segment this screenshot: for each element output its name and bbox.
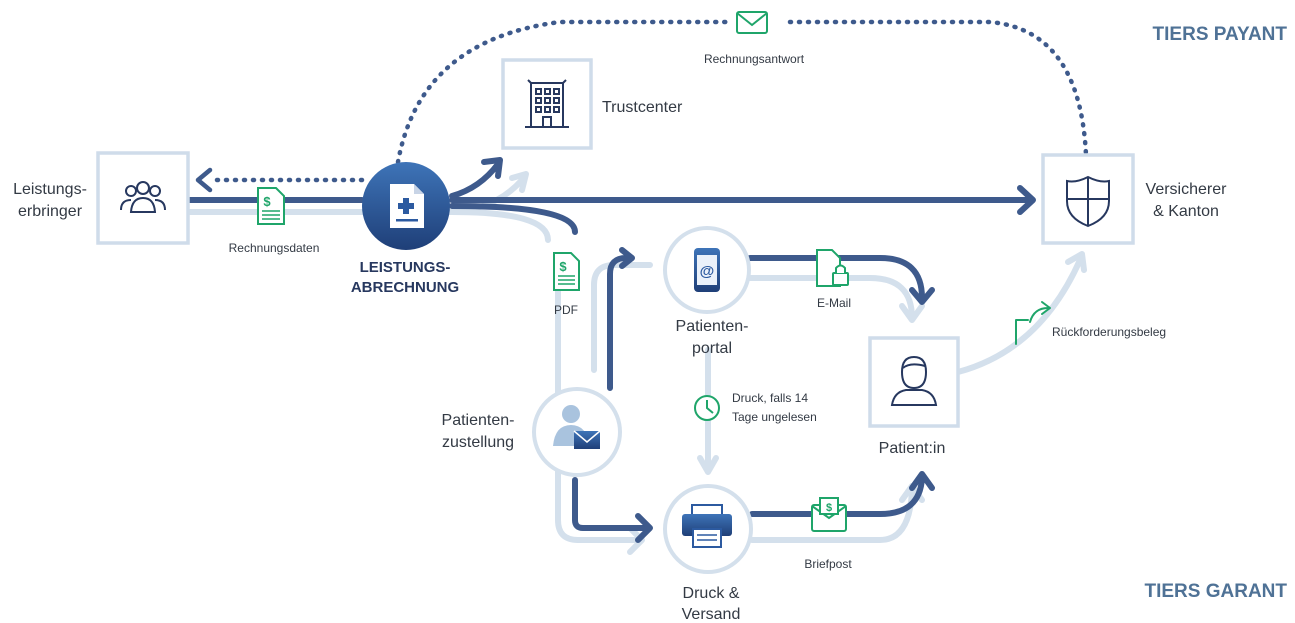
tiers-garant-title: TIERS GARANT xyxy=(1145,581,1288,602)
shield-icon xyxy=(1066,175,1110,228)
connector-portal-to-patient-light xyxy=(747,275,915,321)
provider-label-line2: erbringer xyxy=(18,203,83,220)
smartphone-at-icon: @ xyxy=(694,248,720,292)
versicherer-label-line1: Versicherer xyxy=(1146,181,1228,198)
versicherer-box xyxy=(1041,153,1135,245)
zustellung-label-line1: Patienten- xyxy=(442,412,515,429)
clock-icon xyxy=(694,395,720,421)
connector-zustellung-to-portal xyxy=(607,255,633,391)
money-envelope-icon: $ xyxy=(811,497,847,532)
dotted-connectors xyxy=(209,19,1089,183)
versicherer-label-line2: & Kanton xyxy=(1153,203,1219,220)
trustcenter-label: Trustcenter xyxy=(602,99,683,116)
person-mail-icon xyxy=(553,405,601,449)
building-icon xyxy=(525,79,569,128)
envelope-icon xyxy=(736,11,768,34)
svg-text:$: $ xyxy=(826,502,832,514)
node-patientenzustellung: Patienten- zustellung xyxy=(442,387,622,477)
provider-label-line1: Leistungs- xyxy=(13,181,87,198)
locked-document-icon xyxy=(816,249,849,287)
arrow-to-provider-head xyxy=(195,167,213,193)
druck-label-line1: Druck & xyxy=(683,585,740,602)
portal-label-line1: Patienten- xyxy=(676,318,749,335)
portal-label-line2: portal xyxy=(692,340,732,357)
rechnungsdaten-label: Rechnungsdaten xyxy=(229,241,320,255)
patientin-box xyxy=(868,336,960,428)
dark-connectors xyxy=(185,161,1033,531)
connector-rechnungsantwort xyxy=(395,19,1089,165)
druck-label-line2: Versand xyxy=(682,606,741,623)
dark-arrowheads xyxy=(481,157,1036,543)
node-leistungserbringer: Leistungs- erbringer xyxy=(13,151,190,245)
druck-falls-label-line2: Tage ungelesen xyxy=(732,410,817,424)
connector-druck-to-patient xyxy=(749,475,925,517)
external-arrow-icon xyxy=(1015,301,1051,345)
email-label: E-Mail xyxy=(817,296,851,310)
node-leistungsabrechnung: LEISTUNGS- ABRECHNUNG xyxy=(351,162,459,296)
light-arrowheads xyxy=(509,171,1087,555)
patientin-label: Patient:in xyxy=(879,440,946,457)
medical-document-icon xyxy=(390,184,424,228)
connector-abrechnung-to-pdf xyxy=(449,209,551,243)
svg-text:@: @ xyxy=(700,263,715,280)
druck-falls-label-line1: Druck, falls 14 xyxy=(732,391,808,405)
rechnungsantwort-label: Rechnungsantwort xyxy=(704,52,805,66)
pdf-label: PDF xyxy=(554,303,578,317)
abrechnung-label-line2: ABRECHNUNG xyxy=(351,279,459,296)
connector-zustellung-to-druck xyxy=(572,477,651,531)
person-icon xyxy=(890,355,938,406)
briefpost-label: Briefpost xyxy=(804,557,852,571)
invoice-icon: $ xyxy=(257,187,285,225)
zustellung-label-line2: zustellung xyxy=(442,434,514,451)
node-druck-versand: Druck & Versand xyxy=(663,484,753,623)
tiers-payant-title: TIERS PAYANT xyxy=(1153,24,1288,45)
connector-portal-to-patient xyxy=(747,255,925,301)
node-patientenportal: @ Patienten- portal xyxy=(663,226,751,357)
connector-abrechnung-down xyxy=(449,203,578,235)
group-icon xyxy=(120,181,166,213)
pdf-invoice-icon: $ xyxy=(553,252,580,291)
node-versicherer: Versicherer & Kanton xyxy=(1041,153,1228,245)
connector-zustellung-to-portal-light xyxy=(591,262,653,373)
abrechnung-label-line1: LEISTUNGS- xyxy=(360,259,451,276)
svg-text:$: $ xyxy=(559,259,567,274)
node-trustcenter: Trustcenter xyxy=(501,58,683,150)
connector-patient-to-versicherer-light xyxy=(955,257,1083,375)
connector-abrechnung-to-zustellung-light xyxy=(555,287,641,543)
svg-text:$: $ xyxy=(263,194,271,209)
printer-icon xyxy=(682,504,732,548)
connector-abrechnung-to-trustcenter xyxy=(449,161,501,199)
rueckforderungsbeleg-label: Rückforderungsbeleg xyxy=(1052,325,1166,339)
node-patientin: Patient:in xyxy=(868,336,960,457)
